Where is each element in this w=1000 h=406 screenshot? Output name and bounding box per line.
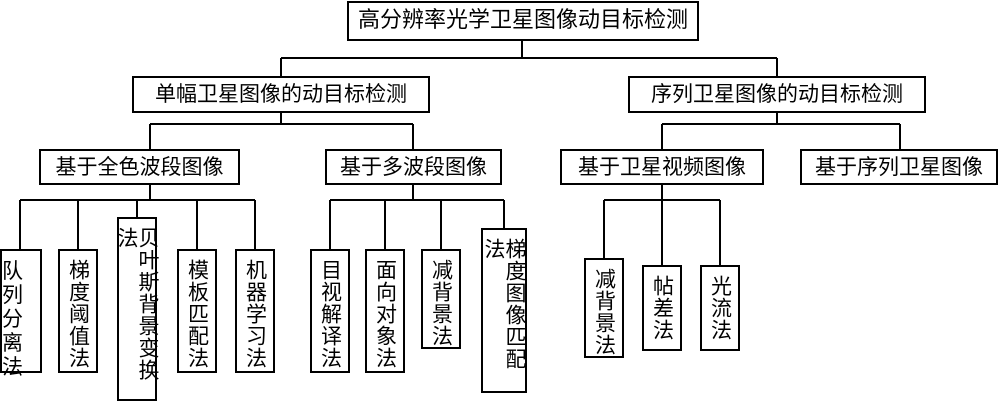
method-gradient-image-matching-label: 梯度图像匹配法 bbox=[482, 238, 527, 370]
method-optical-flow: 光流法 bbox=[700, 265, 740, 351]
method-bayesian-background: 贝叶斯背景变换法 bbox=[115, 217, 160, 401]
panchromatic-band-node: 基于全色波段图像 bbox=[39, 149, 240, 185]
multiband-label: 基于多波段图像 bbox=[340, 154, 487, 179]
method-frame-difference: 帖差法 bbox=[642, 265, 682, 351]
method-background-subtraction-video-label: 减背景法 bbox=[592, 268, 617, 356]
sequence-image-detection-label: 序列卫星图像的动目标检测 bbox=[651, 82, 903, 106]
root-label: 高分辨率光学卫星图像动目标检测 bbox=[357, 8, 688, 33]
method-visual-interpretation-label: 目视解译法 bbox=[318, 259, 343, 369]
method-queue-separation: 队列分离法 bbox=[0, 249, 42, 379]
root-node: 高分辨率光学卫星图像动目标检测 bbox=[347, 1, 699, 41]
method-bayesian-background-label: 贝叶斯背景变换法 bbox=[115, 227, 160, 381]
method-machine-learning-label: 机器学习法 bbox=[243, 259, 268, 369]
method-queue-separation-label: 队列分离法 bbox=[2, 259, 24, 379]
sequence-satellite-node: 基于序列卫星图像 bbox=[800, 149, 998, 185]
method-background-subtraction-video: 减背景法 bbox=[584, 258, 624, 358]
method-object-oriented-label: 面向对象法 bbox=[373, 259, 398, 369]
sequence-satellite-label: 基于序列卫星图像 bbox=[815, 154, 983, 179]
single-image-detection-label: 单幅卫星图像的动目标检测 bbox=[155, 82, 407, 106]
method-visual-interpretation: 目视解译法 bbox=[310, 249, 350, 373]
method-template-matching-label: 模板匹配法 bbox=[185, 259, 210, 369]
method-background-subtraction-multiband-label: 减背景法 bbox=[429, 259, 454, 347]
method-machine-learning: 机器学习法 bbox=[235, 249, 275, 373]
method-gradient-threshold: 梯度阈值法 bbox=[58, 249, 98, 373]
method-object-oriented: 面向对象法 bbox=[365, 249, 405, 373]
satellite-video-label: 基于卫星视频图像 bbox=[578, 154, 746, 179]
method-gradient-threshold-label: 梯度阈值法 bbox=[66, 259, 91, 369]
method-frame-difference-label: 帖差法 bbox=[650, 275, 675, 341]
method-template-matching: 模板匹配法 bbox=[177, 249, 217, 373]
single-image-detection-node: 单幅卫星图像的动目标检测 bbox=[132, 76, 430, 113]
method-background-subtraction-multiband: 减背景法 bbox=[421, 249, 461, 349]
panchromatic-band-label: 基于全色波段图像 bbox=[55, 154, 224, 179]
sequence-image-detection-node: 序列卫星图像的动目标检测 bbox=[628, 76, 926, 113]
multiband-node: 基于多波段图像 bbox=[325, 149, 502, 185]
method-optical-flow-label: 光流法 bbox=[708, 275, 733, 341]
method-gradient-image-matching: 梯度图像匹配法 bbox=[481, 228, 527, 393]
satellite-video-node: 基于卫星视频图像 bbox=[560, 149, 764, 185]
